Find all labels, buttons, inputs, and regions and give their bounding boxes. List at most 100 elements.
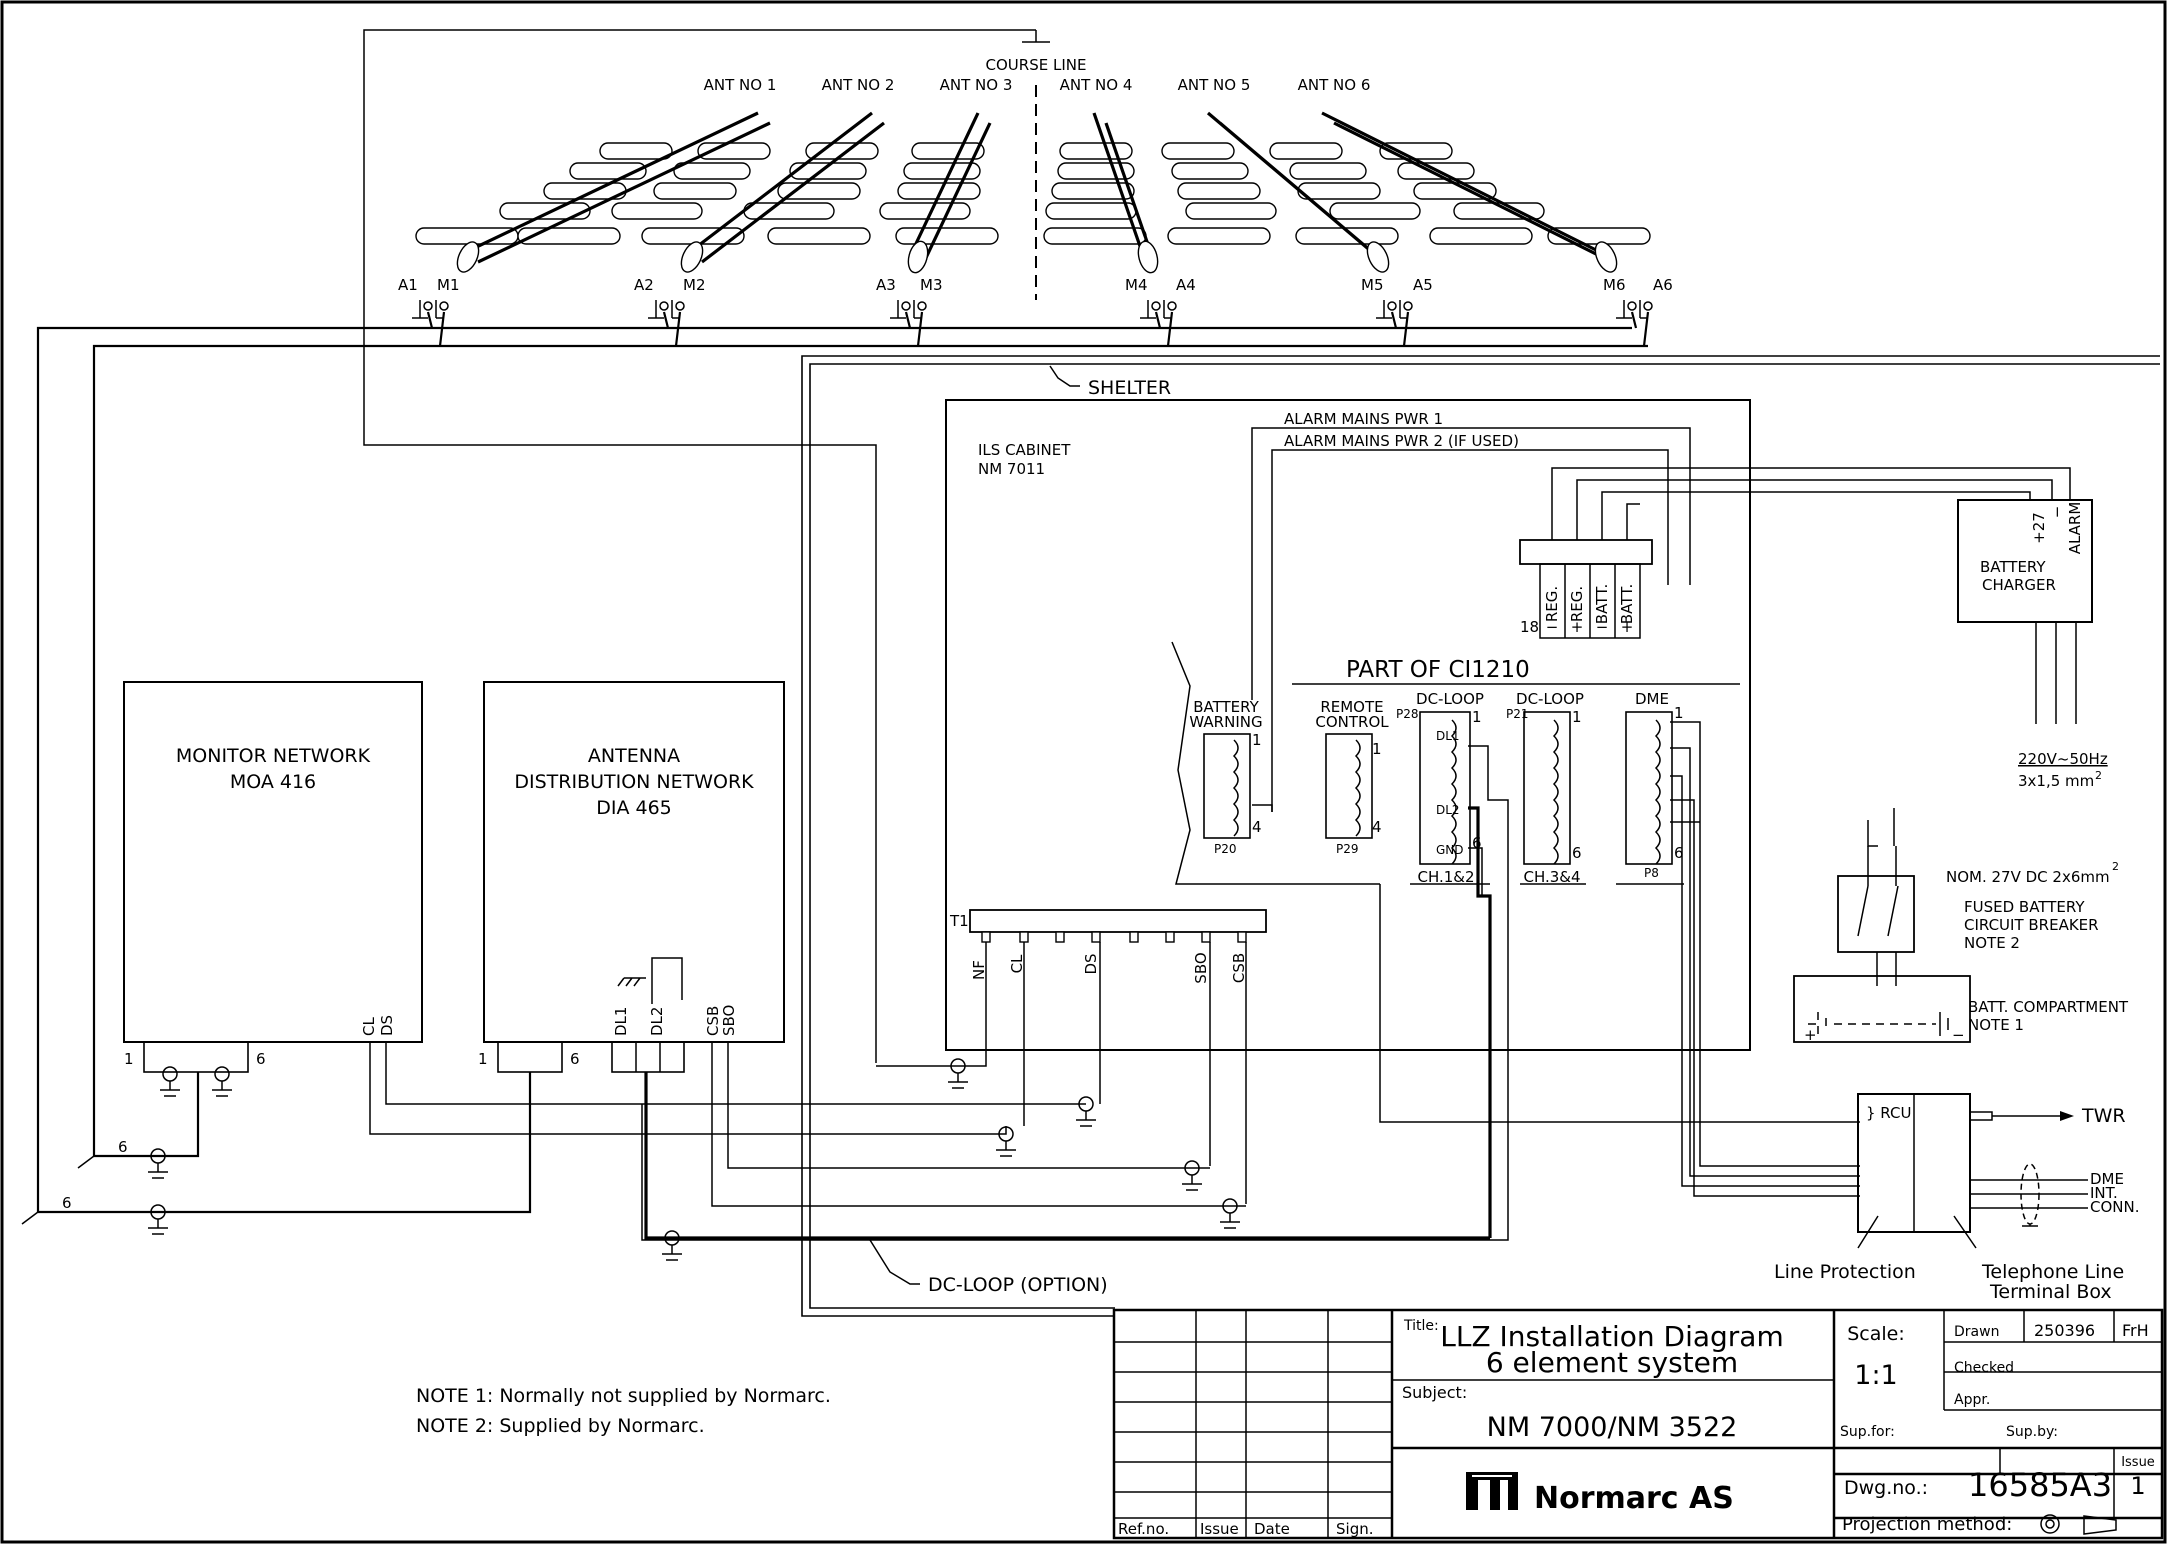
reg-sign-3: − [1596, 618, 1609, 636]
svg-text:P8: P8 [1644, 866, 1659, 880]
antenna-element-rod [1429, 227, 1533, 245]
telephone-label-2: Terminal Box [1989, 1281, 2112, 1303]
svg-text:1: 1 [1572, 708, 1582, 726]
rcu-dme: DME [2090, 1170, 2124, 1188]
antenna-element-rod [1289, 162, 1367, 180]
port-a3: A3 [876, 276, 896, 294]
alarm-wires [1251, 427, 1691, 812]
rcu-conn: CONN. [2090, 1198, 2140, 1216]
svg-text:6: 6 [1674, 844, 1684, 862]
breaker-line3: NOTE 2 [1964, 934, 2020, 952]
normarc-logo-icon [1466, 1472, 1518, 1510]
antenna-element-rod [1295, 227, 1399, 245]
monitor-pin-left: 1 [124, 1050, 134, 1068]
rcu-label: } RCU [1866, 1104, 1911, 1122]
distribution-line3: DIA 465 [596, 797, 672, 819]
checked-caption: Checked [1954, 1360, 2014, 1376]
feed-2-icon [680, 241, 704, 273]
svg-text:CH.3&4: CH.3&4 [1523, 868, 1580, 886]
note-1: NOTE 1: Normally not supplied by Normarc… [416, 1385, 831, 1407]
antenna-element-rod [673, 162, 751, 180]
antenna-element-rod [911, 142, 985, 160]
svg-text:DC-LOOP: DC-LOOP [1516, 690, 1584, 708]
scale-value: 1:1 [1854, 1360, 1897, 1391]
breaker-nom-sup: 2 [2112, 860, 2119, 873]
distribution-csb: CSB [704, 1006, 722, 1036]
subject-value: NM 7000/NM 3522 [1487, 1412, 1738, 1443]
port-m5: M5 [1361, 276, 1384, 294]
t1-wires [876, 942, 1247, 1204]
line-protection-label: Line Protection [1774, 1261, 1916, 1283]
antenna-element-rod [611, 202, 703, 220]
course-line-wire [363, 29, 1050, 1063]
battery-plus: + [1804, 1026, 1817, 1044]
t1-label: T1 [949, 912, 969, 930]
port-m4: M4 [1125, 276, 1148, 294]
ant-label-5: ANT NO 5 [1178, 76, 1251, 94]
antenna-element-rod [1045, 202, 1137, 220]
antenna-element-rod [1185, 202, 1277, 220]
port-a2: A2 [634, 276, 654, 294]
dwg-caption: Dwg.no.: [1844, 1477, 1928, 1499]
breaker-line2: CIRCUIT BREAKER [1964, 916, 2099, 934]
connector-p20: BATTERY WARNING 1 4 P20 [1189, 698, 1262, 856]
monitor-ds: DS [378, 1015, 396, 1036]
svg-text:REMOTE: REMOTE [1320, 698, 1383, 716]
telephone-label-1: Telephone Line [1981, 1261, 2124, 1283]
ant-label-4: ANT NO 4 [1060, 76, 1133, 94]
cabinet-title-2: NM 7011 [978, 460, 1045, 478]
title-line2: 6 element system [1486, 1346, 1738, 1379]
dc-loop-label: DC-LOOP (OPTION) [928, 1274, 1108, 1296]
distribution-dl1: DL1 [612, 1007, 630, 1036]
svg-text:GND: GND [1436, 843, 1464, 857]
antenna-element-rod [895, 227, 999, 245]
reg-sign-2: + [1571, 618, 1584, 636]
connector-p21: DC-LOOP P21 1 6 CH.3&4 [1506, 690, 1584, 886]
svg-text:4: 4 [1252, 818, 1262, 836]
reg-col-3: BATT. [1593, 584, 1611, 624]
svg-text:CH.1&2: CH.1&2 [1417, 868, 1474, 886]
charger-line2: CHARGER [1982, 576, 2056, 594]
port-a5: A5 [1413, 276, 1433, 294]
antenna-buses [36, 326, 1648, 1213]
ant-label-3: ANT NO 3 [940, 76, 1013, 94]
antenna-element-rod [1043, 227, 1147, 245]
antenna-element-rod [879, 202, 971, 220]
alarm-label-1: ALARM MAINS PWR 1 [1284, 410, 1443, 428]
scale-caption: Scale: [1847, 1323, 1905, 1345]
svg-text:1: 1 [1372, 740, 1382, 758]
svg-text:DL2: DL2 [1436, 803, 1460, 817]
shelter-outline [801, 355, 2160, 1317]
note-2: NOTE 2: Supplied by Normarc. [416, 1415, 705, 1437]
projection-caption: Projection method: [1842, 1514, 2012, 1535]
antenna-element-rod [1329, 202, 1421, 220]
battery-line2: NOTE 1 [1968, 1016, 2024, 1034]
distribution-pin-left: 1 [478, 1050, 488, 1068]
t1-tap-sbo: SBO [1192, 952, 1210, 983]
ant-label-2: ANT NO 2 [822, 76, 895, 94]
monitor-pin-right: 6 [256, 1050, 266, 1068]
svg-text:1: 1 [1674, 704, 1684, 722]
drawn-date: 250396 [2034, 1321, 2095, 1340]
t1-taps [981, 931, 1247, 943]
board-outline [1171, 641, 1380, 885]
monitor-cl: CL [360, 1017, 378, 1036]
svg-text:DME: DME [1635, 690, 1669, 708]
ant-label-6: ANT NO 6 [1298, 76, 1371, 94]
battery-compartment [1793, 975, 1971, 1043]
company-name: Normarc AS [1534, 1481, 1734, 1516]
charger-alarm: ALARM [2066, 502, 2084, 555]
distribution-pin-right: 6 [570, 1050, 580, 1068]
antenna-element-rod [1269, 142, 1343, 160]
coax-ground-symbols [148, 1058, 1240, 1261]
port-m3: M3 [920, 276, 943, 294]
distribution-network-box [483, 681, 785, 1043]
monitor-signal-wires [369, 1042, 1086, 1135]
antenna-port-terminals [412, 300, 1653, 319]
drawn-by: FrH [2122, 1321, 2149, 1340]
svg-text:WARNING: WARNING [1189, 713, 1262, 731]
ant-label-1: ANT NO 1 [704, 76, 777, 94]
dwg-number: 16585A3 [1968, 1466, 2112, 1504]
